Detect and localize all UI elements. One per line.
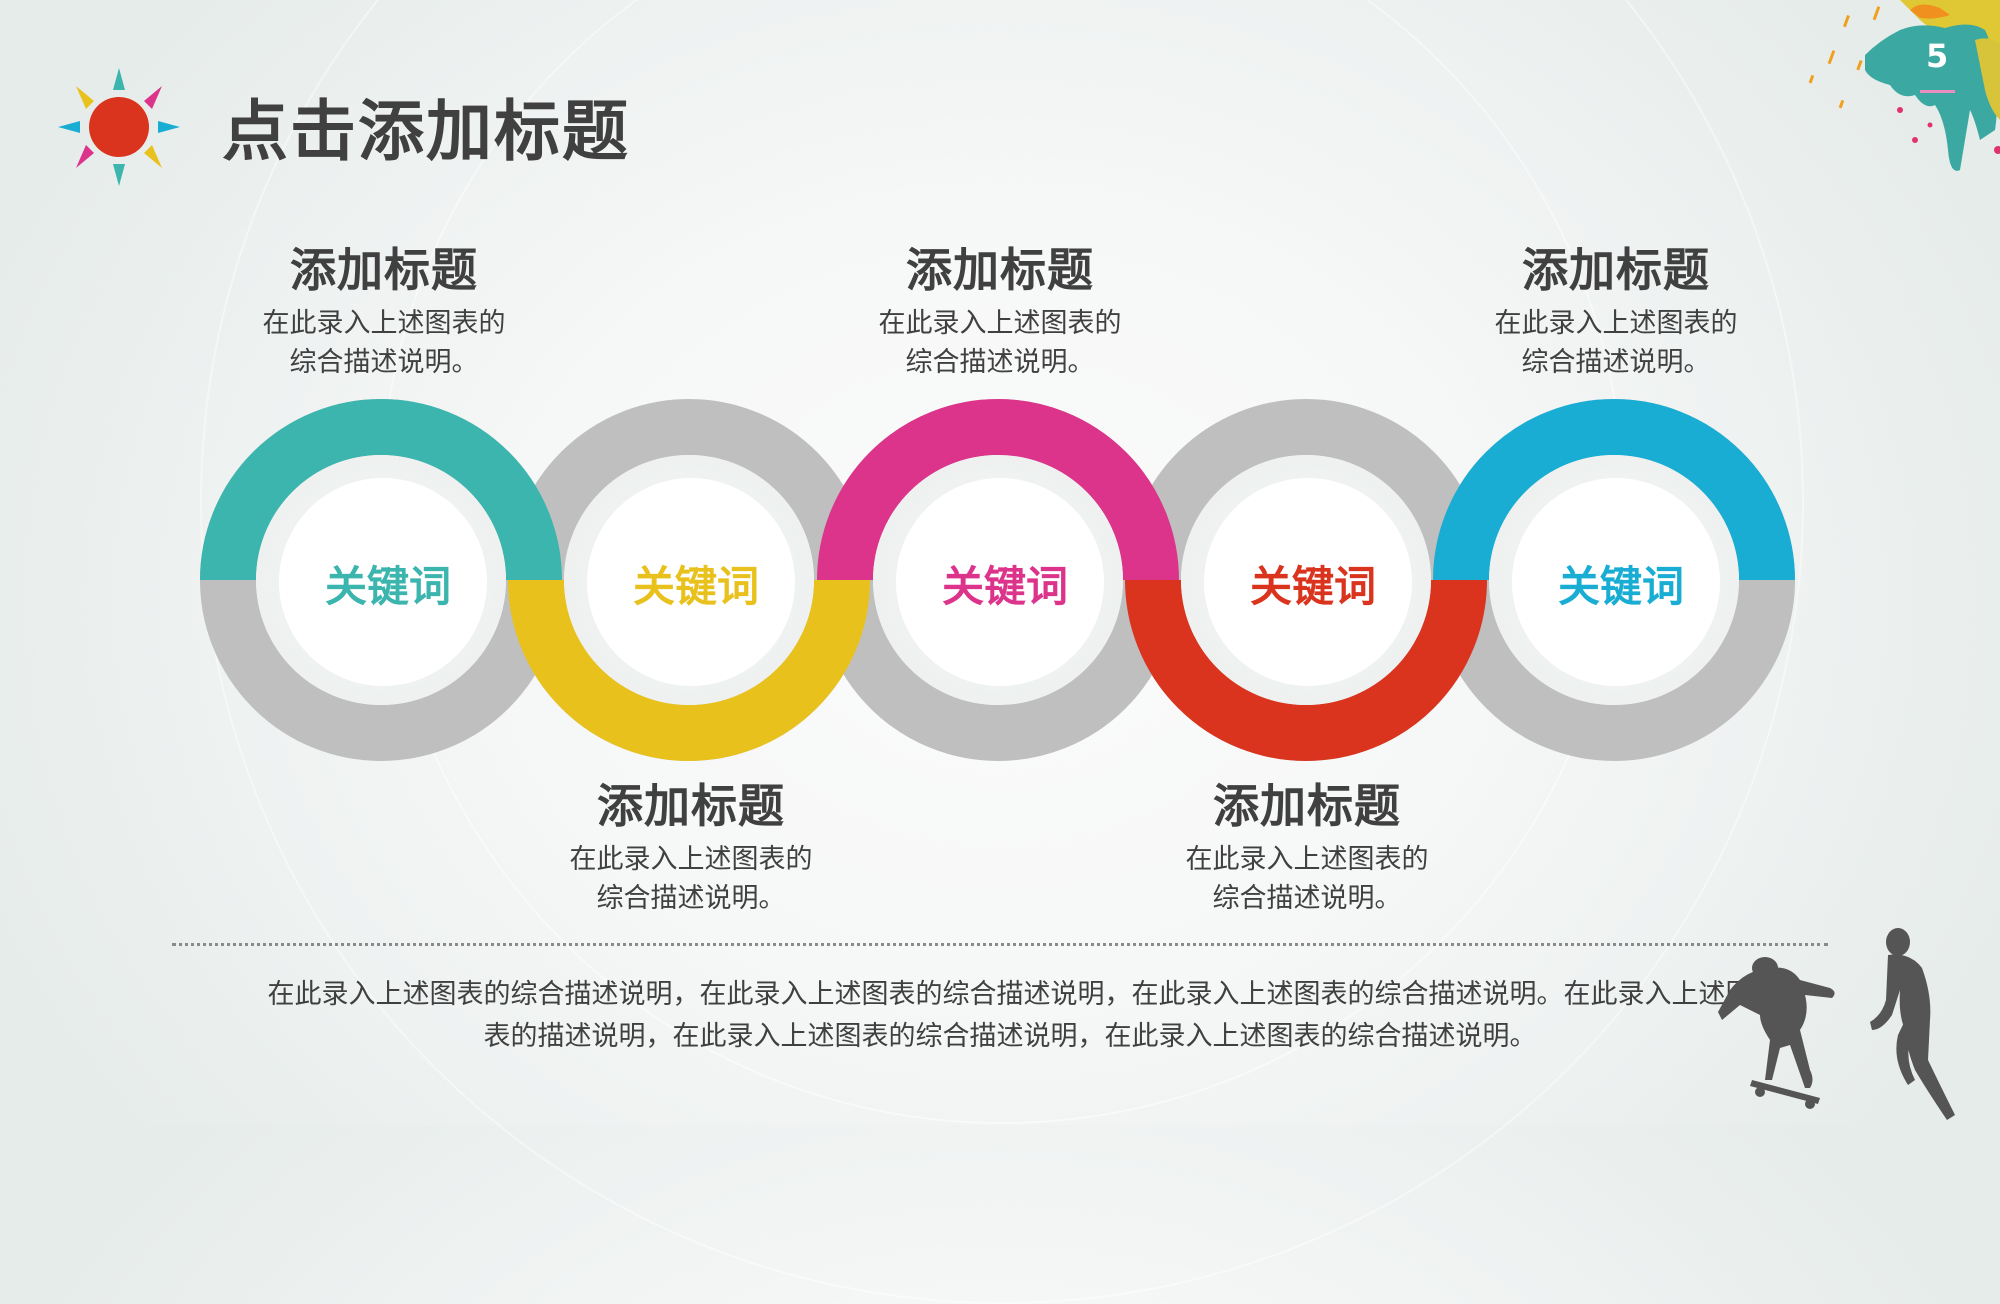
- caption-desc[interactable]: 在此录入上述图表的综合描述说明。: [878, 308, 1122, 378]
- skateboarder-silhouette-icon: [1718, 957, 1835, 1109]
- ring-half-teal: [200, 399, 562, 581]
- keyword-5[interactable]: 关键词: [1557, 562, 1684, 611]
- ring-half-blue: [1433, 399, 1795, 581]
- caption-title[interactable]: 添加标题: [1213, 779, 1401, 833]
- inner-discs: [256, 455, 1739, 705]
- ring-half-yellow: [508, 579, 870, 761]
- keyword-1[interactable]: 关键词: [324, 562, 451, 611]
- caption-3: 添加标题 在此录入上述图表的综合描述说明。: [820, 242, 1180, 382]
- page-title[interactable]: 点击添加标题: [222, 93, 630, 170]
- caption-title[interactable]: 添加标题: [290, 243, 478, 297]
- ring-half-magenta: [817, 399, 1179, 581]
- caption-title[interactable]: 添加标题: [597, 779, 785, 833]
- keyword-3[interactable]: 关键词: [941, 562, 1068, 611]
- caption-2: 添加标题 在此录入上述图表的综合描述说明。: [511, 778, 871, 918]
- athletes-silhouette: [1718, 928, 1955, 1120]
- caption-title[interactable]: 添加标题: [906, 243, 1094, 297]
- caption-desc[interactable]: 在此录入上述图表的综合描述说明。: [1494, 308, 1738, 378]
- runner-silhouette-icon: [1870, 928, 1955, 1120]
- paint-splash-icon: [1808, 0, 2000, 171]
- caption-4: 添加标题 在此录入上述图表的综合描述说明。: [1127, 778, 1487, 918]
- footer-description[interactable]: 在此录入上述图表的综合描述说明，在此录入上述图表的综合描述说明，在此录入上述图表…: [267, 979, 1753, 1052]
- caption-1: 添加标题 在此录入上述图表的综合描述说明。: [204, 242, 564, 382]
- caption-5: 添加标题 在此录入上述图表的综合描述说明。: [1436, 242, 1796, 382]
- caption-desc[interactable]: 在此录入上述图表的综合描述说明。: [569, 844, 813, 914]
- caption-desc[interactable]: 在此录入上述图表的综合描述说明。: [262, 308, 506, 378]
- ring-half-red: [1125, 579, 1487, 761]
- caption-title[interactable]: 添加标题: [1522, 243, 1710, 297]
- sun-icon: [58, 68, 180, 186]
- keyword-4[interactable]: 关键词: [1249, 562, 1376, 611]
- caption-desc[interactable]: 在此录入上述图表的综合描述说明。: [1185, 844, 1429, 914]
- dotted-divider: [172, 943, 1828, 946]
- page-number: 5: [1926, 37, 1949, 75]
- keyword-2[interactable]: 关键词: [632, 562, 759, 611]
- process-rings: [200, 399, 1795, 761]
